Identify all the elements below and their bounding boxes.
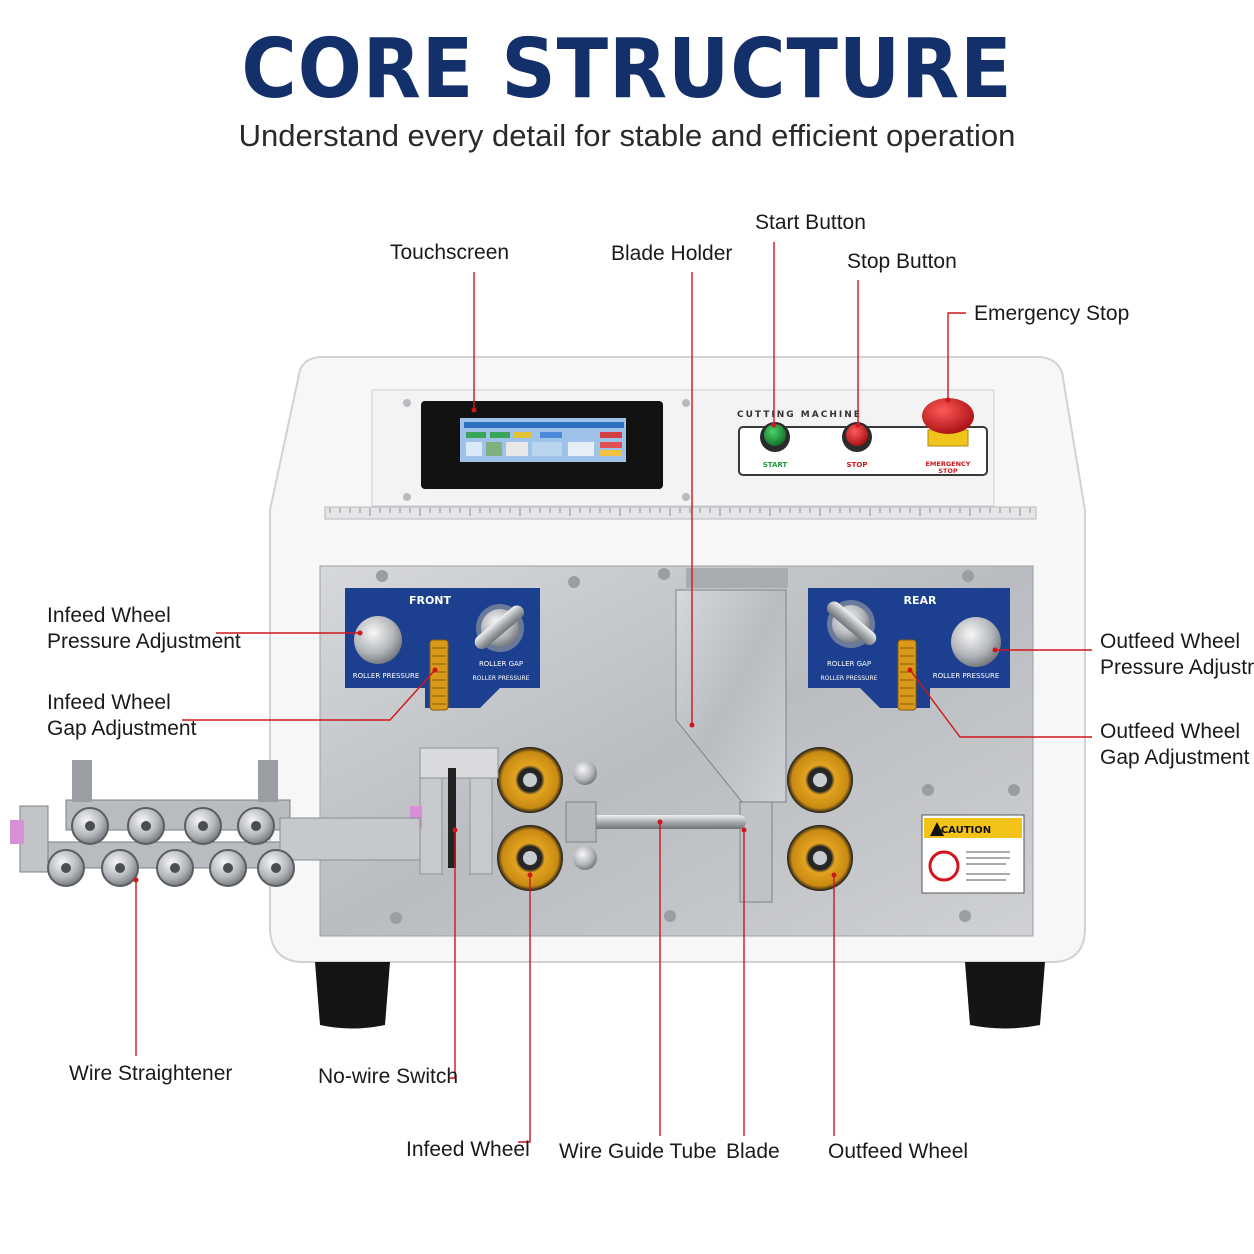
infeed-pressure-knob[interactable] <box>354 616 402 664</box>
outfeed-gap-label-line1: Outfeed Wheel <box>1100 720 1241 743</box>
infeed-gap-label-line2: Gap Adjustment <box>47 717 197 740</box>
outfeed-pressure-label-line1: Outfeed Wheel <box>1100 630 1241 653</box>
no-wire-switch <box>448 768 456 868</box>
infeed-pressure-label-line2: Pressure Adjustment <box>47 630 241 653</box>
front-label: FRONT <box>409 594 452 607</box>
infeed-wheel-label: Infeed Wheel <box>406 1138 530 1161</box>
rear-label: REAR <box>904 594 937 607</box>
stop-label: STOP <box>847 461 868 469</box>
rear-roller-pressure-label-2: ROLLER PRESSURE <box>821 675 878 682</box>
wire-guide-tube <box>566 815 746 829</box>
rear-roller-gap-label: ROLLER GAP <box>827 660 871 668</box>
rear-roller-pressure-label-1: ROLLER PRESSURE <box>933 672 1000 680</box>
wire-guide-tube-label: Wire Guide Tube <box>559 1140 717 1163</box>
emergency-label-2: STOP <box>938 467 958 475</box>
blade-label: Blade <box>726 1140 780 1163</box>
caution-text: CAUTION <box>941 825 991 836</box>
start-button[interactable] <box>764 424 786 446</box>
blade <box>739 801 773 903</box>
infeed-gap-knob[interactable] <box>472 603 527 652</box>
wire-straightener-label: Wire Straightener <box>69 1062 233 1085</box>
infeed-gap-leader <box>182 669 436 721</box>
stop-button[interactable] <box>846 424 868 446</box>
start-label: START <box>763 461 788 469</box>
blade-holder-label: Blade Holder <box>611 242 733 265</box>
left-foot <box>315 962 390 1029</box>
front-roller-pressure-label-2: ROLLER PRESSURE <box>473 675 530 682</box>
emergency-stop-callout: Emergency Stop <box>974 302 1130 325</box>
outfeed-gap-knob[interactable] <box>824 599 879 648</box>
outfeed-gap-wheel[interactable] <box>897 639 917 711</box>
front-roller-gap-label: ROLLER GAP <box>479 660 523 668</box>
infeed-gap-label-line1: Infeed Wheel <box>47 691 171 714</box>
page-subtitle: Understand every detail for stable and e… <box>238 118 1016 153</box>
no-wire-switch-leader <box>448 830 456 1079</box>
touchscreen <box>421 401 663 489</box>
control-panel-title: CUTTING MACHINE <box>737 410 862 420</box>
outfeed-pressure-label-line2: Pressure Adjustment <box>1100 656 1254 679</box>
emergency-stop-button[interactable] <box>922 398 974 434</box>
right-foot <box>965 962 1045 1029</box>
wire-straightener <box>10 760 421 887</box>
infeed-pressure-label-line1: Infeed Wheel <box>47 604 171 627</box>
outfeed-gap-leader <box>909 669 1092 738</box>
outfeed-gap-label-line2: Gap Adjustment <box>1100 746 1250 769</box>
stop-button-callout: Stop Button <box>847 250 957 273</box>
page-title: CORE STRUCTURE <box>241 22 1013 117</box>
emergency-label-1: EMERGENCY <box>925 460 970 468</box>
no-wire-switch-label: No-wire Switch <box>318 1065 459 1088</box>
touchscreen-label: Touchscreen <box>390 241 510 264</box>
emergency-stop-leader <box>947 312 966 400</box>
outfeed-pressure-knob[interactable] <box>951 617 1001 667</box>
infeed-gap-wheel[interactable] <box>429 639 449 711</box>
front-roller-pressure-label-1: ROLLER PRESSURE <box>353 672 420 680</box>
infeed-wheel-leader <box>518 875 531 1143</box>
outfeed-wheel-label: Outfeed Wheel <box>828 1140 969 1163</box>
start-button-callout: Start Button <box>755 211 866 234</box>
